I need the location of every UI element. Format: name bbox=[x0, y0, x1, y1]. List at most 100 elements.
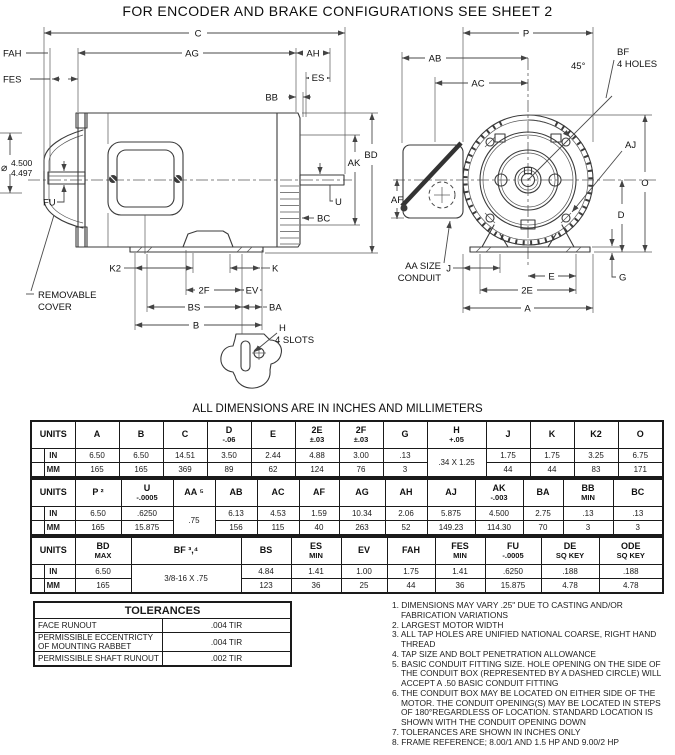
col-header: K2 bbox=[573, 420, 619, 449]
dim-label-o: O bbox=[641, 178, 648, 189]
col-header: AF bbox=[298, 478, 340, 507]
table-cell: 44 bbox=[386, 578, 436, 594]
col-header: P ² bbox=[74, 478, 122, 507]
table-cell: .13 bbox=[382, 448, 428, 463]
dim-label-b: B bbox=[193, 321, 199, 332]
tolerance-value: .002 TIR bbox=[162, 651, 292, 667]
table-cell: 3 bbox=[612, 520, 664, 536]
table-cell: 44 bbox=[529, 462, 575, 478]
dim-label-dia-min: 4.497 bbox=[11, 168, 33, 178]
table-cell: .188 bbox=[540, 564, 600, 579]
table-cell: 1.59 bbox=[298, 506, 340, 521]
dim-label-es: ES bbox=[312, 73, 325, 84]
col-header: AA ⁵ bbox=[172, 478, 216, 507]
table-cell: 1.00 bbox=[340, 564, 388, 579]
table-cell: 165 bbox=[74, 462, 120, 478]
col-header: BF ³,⁴ bbox=[130, 536, 242, 565]
diameter-symbol: ⌀ bbox=[1, 162, 8, 174]
dim-label-bb: BB bbox=[265, 93, 278, 104]
dimension-table-1: UNITS A B C D-.06 E 2E±.03 2F±.03 G H+.0… bbox=[30, 420, 664, 478]
table-cell: .188 bbox=[598, 564, 664, 579]
dim-label-ba: BA bbox=[269, 303, 282, 314]
col-header: UNITS bbox=[30, 420, 76, 449]
callout-removable-cover-1: REMOVABLE bbox=[38, 290, 96, 301]
table-cell: .13 bbox=[612, 506, 664, 521]
dim-label-ab: AB bbox=[429, 54, 442, 65]
units-cell: IN bbox=[30, 448, 76, 463]
table-header-row: UNITS A B C D-.06 E 2E±.03 2F±.03 G H+.0… bbox=[30, 420, 664, 449]
table-cell: 25 bbox=[340, 578, 388, 594]
table-cell: 52 bbox=[384, 520, 428, 536]
dim-label-2e: 2E bbox=[521, 286, 533, 297]
table-cell: 89 bbox=[206, 462, 252, 478]
table-cell: 6.50 bbox=[74, 564, 132, 579]
units-cell: IN bbox=[30, 564, 76, 579]
table-cell: 4.78 bbox=[598, 578, 664, 594]
foot-detail-drawing bbox=[220, 333, 282, 389]
dim-label-2f: 2F bbox=[198, 286, 209, 297]
dim-label-fu: FU bbox=[43, 198, 56, 209]
table-cell: 10.34 bbox=[338, 506, 386, 521]
tolerance-value: .004 TIR bbox=[162, 632, 292, 652]
table-cell: 4.88 bbox=[294, 448, 340, 463]
table-cell: 3.25 bbox=[573, 448, 619, 463]
dim-label-bd: BD bbox=[364, 150, 377, 161]
table-cell: 3 bbox=[562, 520, 614, 536]
col-header: UNITS bbox=[30, 478, 76, 507]
dim-label-bs: BS bbox=[188, 303, 201, 314]
callout-bf-holes: 4 HOLES bbox=[617, 59, 657, 70]
col-header: UNITS bbox=[30, 536, 76, 565]
col-header: AB bbox=[214, 478, 258, 507]
table-cell: 149.23 bbox=[426, 520, 476, 536]
dim-label-fes: FES bbox=[3, 75, 21, 86]
table-cell: 1.41 bbox=[434, 564, 486, 579]
col-header: D-.06 bbox=[206, 420, 252, 449]
table-row-in: IN 6.50 6.50 14.51 3.50 2.44 4.88 3.00 .… bbox=[30, 448, 664, 478]
table-cell: 76 bbox=[338, 462, 384, 478]
note-4: 4. TAP SIZE AND BOLT PENETRATION ALLOWAN… bbox=[392, 648, 596, 659]
callout-aa-size-2: CONDUIT bbox=[398, 273, 441, 284]
tolerance-label: PERMISSIBLE SHAFT RUNOUT bbox=[33, 651, 163, 667]
table-row-in: IN 6.50 .6250 .75 6.13 4.53 1.59 10.34 2… bbox=[30, 506, 664, 536]
callout-bf: BF bbox=[617, 47, 629, 58]
front-view-dimensions: P AB AC 45° BF 4 HOLES AJ O bbox=[391, 27, 657, 315]
table-cell: 6.50 bbox=[74, 448, 120, 463]
col-header: K bbox=[529, 420, 575, 449]
table-cell: 115 bbox=[256, 520, 300, 536]
table-cell: 123 bbox=[240, 578, 292, 594]
table-cell: 3.50 bbox=[206, 448, 252, 463]
col-header: BS bbox=[240, 536, 292, 565]
table-cell: 6.50 bbox=[118, 448, 164, 463]
callout-removable-cover-2: COVER bbox=[38, 302, 72, 313]
dim-label-g: G bbox=[619, 273, 626, 284]
callout-aa-size-1: AA SIZE bbox=[405, 261, 441, 272]
table-row-mm: MM 165 123 36 25 44 36 15.875 4.78 4.78 bbox=[30, 578, 664, 594]
table-row: PERMISSIBLE SHAFT RUNOUT .002 TIR bbox=[33, 651, 292, 667]
table-cell: 165 bbox=[74, 520, 122, 536]
note-6: 6. THE CONDUIT BOX MAY BE LOCATED ON EIT… bbox=[392, 687, 661, 727]
dim-label-aj: AJ bbox=[625, 140, 636, 151]
col-header: C bbox=[162, 420, 208, 449]
table-row-mm: MM 165 15.875 156 115 40 263 52 149.23 1… bbox=[30, 520, 664, 536]
note-8: 8. FRAME REFERENCE; 8.00/1 AND 1.5 HP AN… bbox=[392, 736, 619, 747]
col-header: 2E±.03 bbox=[294, 420, 340, 449]
col-header: FAH bbox=[386, 536, 436, 565]
dim-label-u: U bbox=[335, 197, 342, 208]
dim-label-c: C bbox=[195, 29, 202, 40]
side-view-drawing bbox=[28, 112, 352, 253]
dim-label-ag: AG bbox=[185, 49, 199, 60]
table-cell: 369 bbox=[162, 462, 208, 478]
units-cell: MM bbox=[30, 520, 76, 536]
table-row-mm: MM 165 165 369 89 62 124 76 3 44 44 83 1… bbox=[30, 462, 664, 478]
notes-list: 1. DIMENSIONS MAY VARY .25" DUE TO CASTI… bbox=[392, 600, 673, 747]
table-cell: 1.75 bbox=[529, 448, 575, 463]
note-3: 3. ALL TAP HOLES ARE UNIFIED NATIONAL CO… bbox=[392, 629, 657, 649]
units-cell: IN bbox=[30, 506, 76, 521]
table-cell: 4.84 bbox=[240, 564, 292, 579]
dim-label-k: K bbox=[272, 264, 279, 275]
table-row-in: IN 6.50 3/8-16 X .75 4.84 1.41 1.00 1.75… bbox=[30, 564, 664, 594]
col-header: O bbox=[617, 420, 664, 449]
